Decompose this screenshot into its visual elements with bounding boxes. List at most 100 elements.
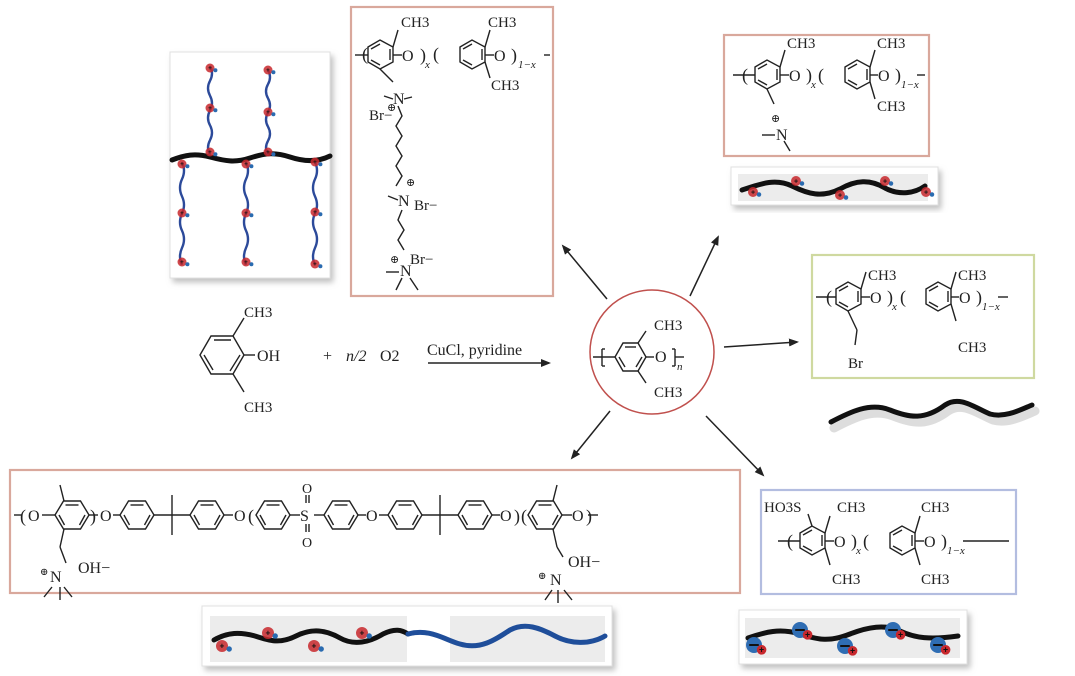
- label-x: x: [810, 79, 816, 91]
- ion-pair: +: [263, 107, 276, 117]
- arrow-to-benzyl-ammonium: [689, 235, 719, 297]
- ion-pair: +: [205, 103, 218, 113]
- label-1-x: 1−x: [947, 545, 965, 557]
- anion-icon: [888, 181, 894, 186]
- plus-sign: +: [312, 641, 317, 651]
- side-chain: +++: [177, 159, 190, 267]
- side-chain: + + +: [205, 63, 218, 157]
- cation-icon: [216, 640, 228, 652]
- label-1-x: 1−x: [518, 59, 536, 71]
- ion-pair: +: [310, 207, 323, 217]
- label-ch3: CH3: [877, 36, 905, 52]
- label-ch3: CH3: [654, 318, 682, 334]
- anion-icon: [272, 633, 278, 639]
- label-oh: OH: [257, 348, 281, 365]
- label-n: N: [393, 91, 405, 108]
- cation-icon: [310, 207, 320, 217]
- cation-icon: [310, 157, 320, 167]
- label-o: O: [789, 68, 801, 85]
- polymer-chain: [745, 624, 961, 642]
- cation-icon: [205, 103, 215, 113]
- plus-sign: +: [266, 628, 271, 638]
- ion-pair: +: [791, 176, 805, 186]
- label-o: O: [366, 508, 378, 525]
- label-oh-anion: OH−: [78, 560, 110, 577]
- label-o: O: [959, 290, 971, 307]
- ion-pair: +: [216, 640, 232, 652]
- paren: (: [433, 44, 439, 65]
- paren: (: [787, 531, 793, 552]
- paren: (: [20, 506, 26, 527]
- cation-icon: ⊕: [406, 177, 415, 189]
- label-o: O: [834, 534, 846, 551]
- label-o: O: [924, 534, 936, 551]
- label-ch3: CH3: [244, 305, 272, 321]
- cation-icon: [262, 627, 274, 639]
- cation-icon: ⊕: [387, 102, 396, 114]
- anion-icon: [213, 152, 218, 157]
- plus-sign: +: [313, 209, 317, 216]
- label-n-repeat: n: [677, 361, 683, 373]
- side-chain: +++: [310, 157, 323, 269]
- cation-icon: [241, 159, 251, 169]
- anion-icon: [213, 68, 218, 73]
- label-ch3: CH3: [491, 78, 519, 94]
- label-o: O: [870, 290, 882, 307]
- arrow-to-bromomethyl: [723, 338, 799, 348]
- ion-pair-sulfonate: +: [792, 622, 813, 640]
- cation-icon: ⊕: [40, 567, 48, 578]
- label-o: O: [655, 349, 667, 366]
- plus-sign: +: [759, 645, 764, 655]
- label-ch3: CH3: [787, 36, 815, 52]
- cation-icon: [791, 176, 801, 186]
- plus-sign: +: [208, 149, 212, 156]
- anion-icon: [756, 192, 762, 197]
- side-chain: +++: [263, 65, 276, 157]
- label-ch3: CH3: [837, 500, 865, 516]
- plus-sign: +: [751, 189, 755, 196]
- ion-pair-sulfonate: +: [885, 622, 906, 640]
- label-ch3: CH3: [958, 268, 986, 284]
- plus-sign: +: [924, 189, 928, 196]
- polymer-chain: [739, 179, 928, 197]
- label-br-anion: Br−: [369, 108, 392, 124]
- anion-icon: [799, 181, 805, 186]
- paren: (: [826, 287, 832, 308]
- anion-icon: [226, 646, 232, 652]
- paren: ): [514, 506, 520, 527]
- paren: ): [941, 531, 947, 552]
- label-o: O: [572, 508, 584, 525]
- cation-icon: [880, 176, 890, 186]
- paren: (: [900, 287, 906, 308]
- paren: (: [818, 65, 824, 86]
- polymer-chain: [211, 627, 411, 645]
- label-x: x: [855, 545, 861, 557]
- structure-benzyl-ammonium-box: ( CH3 O ) x ( CH3 O ) 1−x CH3 ⊕ N: [722, 33, 931, 158]
- paren: ): [887, 287, 893, 308]
- center-ppo-polymer: CH3 O n CH3: [589, 289, 715, 415]
- cation-icon: [205, 147, 215, 157]
- ion-pair: +: [241, 257, 254, 267]
- label-n: N: [550, 572, 562, 589]
- label-ch3: CH3: [877, 99, 905, 115]
- paren: ): [851, 531, 857, 552]
- ion-pair: +: [263, 147, 276, 157]
- paren: ): [586, 506, 592, 527]
- cation-icon: [940, 645, 951, 655]
- label-oh-anion: OH−: [568, 554, 600, 571]
- cation-icon: [177, 257, 187, 267]
- cation-icon: [802, 630, 813, 640]
- ion-pair: +: [205, 63, 218, 73]
- cation-icon: [263, 107, 273, 117]
- cation-icon: ⊕: [771, 113, 780, 125]
- plus-sign: +: [313, 261, 317, 268]
- oxygen-coefficient: n/2: [346, 348, 366, 365]
- cation-icon: [177, 208, 187, 218]
- monomer-dimethylphenol: CH3 OH CH3: [199, 305, 281, 416]
- reaction-conditions: CuCl, pyridine: [427, 342, 522, 359]
- plus-sign: +: [208, 65, 212, 72]
- arrow-to-sulfonated: [705, 415, 765, 477]
- label-1-x: 1−x: [901, 79, 919, 91]
- plus-sign: +: [323, 348, 332, 365]
- paren: ): [511, 45, 517, 66]
